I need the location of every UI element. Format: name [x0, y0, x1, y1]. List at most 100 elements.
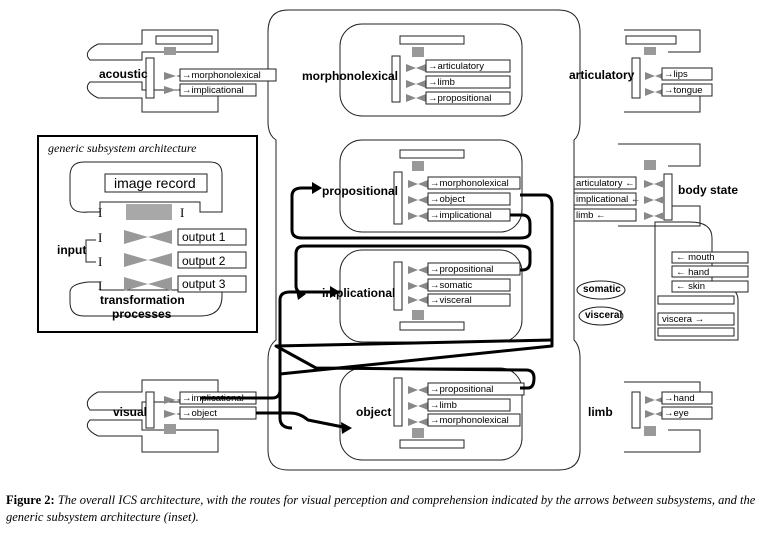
inset-port-marker-4: I: [98, 278, 103, 293]
visual-frame: [86, 379, 219, 453]
body-state-gray-block: [644, 160, 656, 170]
inset-transformation: transformation: [100, 293, 185, 307]
propositional-frame: [339, 139, 523, 233]
articulatory-gray-block: [644, 47, 656, 55]
inset-title: generic subsystem architecture: [48, 141, 197, 155]
ics-architecture-diagram: [37, 9, 749, 471]
visual-output-1: →object: [182, 408, 217, 419]
morphonolexical-output-0: →articulatory: [428, 61, 484, 72]
object-output-0: →propositional: [430, 384, 494, 395]
inset-output-3: output 3: [182, 277, 226, 291]
visual-title: visual: [113, 405, 148, 419]
propositional-port-column: [393, 171, 403, 225]
inset-output-1: output 1: [182, 230, 226, 244]
body-state-input-0: articulatory ←: [576, 178, 635, 189]
propositional-title: propositional: [322, 184, 398, 198]
inset-subsystem-outline: [69, 161, 223, 317]
acoustic-title: acoustic: [99, 67, 148, 81]
inset-input-arrow: [85, 239, 96, 263]
propositional-output-2: →implicational: [430, 210, 492, 221]
diagram-labels: acoustic morphonolexical articulatory propo…: [48, 61, 739, 426]
caption-label: Figure 2:: [6, 493, 55, 507]
inset-gray-block: [126, 204, 172, 220]
implicational-record: [399, 321, 465, 331]
acoustic-frame: [86, 29, 219, 113]
limb-output-1: →eye: [664, 408, 689, 419]
inset-port-marker-0: I: [98, 205, 103, 220]
acoustic-output-0: →morphonolexical: [182, 70, 261, 81]
propositional-output-1: →object: [430, 194, 465, 205]
visual-output-0: →implicational: [182, 393, 244, 404]
somatic-label: somatic: [583, 284, 621, 295]
articulatory-output-0: →lips: [664, 69, 688, 80]
morphonolexical-port-column: [391, 55, 401, 103]
body-sensor-0: ← mouth: [676, 252, 715, 263]
body-state-title: body state: [678, 183, 739, 197]
object-port-column: [393, 377, 403, 427]
output-port-boxes: [179, 59, 749, 427]
articulatory-record: [625, 35, 677, 45]
inset-input-label: input: [57, 243, 87, 257]
arrowhead-implicational-in-2: [296, 290, 306, 300]
body-state-input-1: implicational ←: [576, 194, 641, 205]
arrowhead-implicational-in: [330, 286, 340, 298]
limb-port-column: [631, 391, 641, 429]
arrowhead-propositional-in: [312, 182, 322, 194]
propositional-record: [399, 149, 465, 159]
visual-port-column: [145, 391, 155, 429]
limb-title: limb: [588, 405, 613, 419]
route-arrows: [200, 186, 554, 430]
visceral-bubble: [578, 306, 624, 326]
articulatory-port-column: [631, 57, 641, 99]
inset-output-2: output 2: [182, 253, 226, 268]
somatic-bubble: [576, 280, 626, 300]
implicational-port-column: [393, 261, 403, 311]
inset-image-record: image record: [114, 175, 196, 191]
figure-caption: Figure 2: The overall ICS architecture, …: [6, 492, 764, 526]
implicational-title: implicational: [322, 286, 396, 300]
acoustic-port-column: [145, 57, 155, 99]
object-output-1: →limb: [430, 399, 457, 411]
acoustic-output-1: →implicational: [182, 85, 244, 96]
body-state-input-2: limb ←: [576, 210, 606, 221]
visceral-label: visceral: [585, 310, 623, 321]
acoustic-gray-block: [164, 47, 176, 55]
limb-gray-block: [644, 426, 656, 436]
visual-gray-block: [164, 424, 176, 434]
object-gray-block: [412, 428, 424, 438]
object-title: object: [356, 405, 392, 419]
inset-port-marker-3: I: [98, 254, 103, 269]
morphonolexical-record: [399, 35, 465, 45]
caption-text: The overall ICS architecture, with the r…: [6, 493, 756, 524]
implicational-gray-block: [412, 310, 424, 320]
body-sensor-1: ← hand: [676, 266, 710, 278]
morphonolexical-output-1: →limb: [428, 77, 455, 88]
body-state-frame: [618, 143, 701, 227]
arrowhead-object-in: [341, 422, 352, 434]
articulatory-output-1: →tongue: [664, 85, 703, 96]
implicational-output-1: →somatic: [430, 279, 473, 291]
morphonolexical-frame: [339, 23, 523, 117]
articulatory-title: articulatory: [569, 68, 635, 82]
morphonolexical-gray-block: [412, 47, 424, 57]
implicational-output-2: →visceral: [430, 295, 472, 306]
inset-bowties: [124, 230, 172, 291]
inset-output-boxes: [177, 228, 247, 293]
limb-output-0: →hand: [664, 393, 695, 404]
object-output-2: →morphonolexical: [430, 415, 509, 426]
viscera-label: viscera →: [662, 314, 705, 325]
implicational-output-0: →propositional: [430, 264, 494, 275]
inset-image-record-box: [104, 173, 208, 193]
body-sensor-2: ← skin: [676, 281, 706, 292]
inset-processes: processes: [112, 307, 172, 321]
inset-port-marker-1: I: [180, 205, 185, 220]
acoustic-record: [155, 35, 213, 45]
morphonolexical-output-2: →propositional: [428, 93, 492, 104]
propositional-gray-block: [412, 161, 424, 171]
morphonolexical-title: morphonolexical: [302, 69, 399, 83]
object-record: [399, 439, 465, 449]
route-arrowheads: [296, 182, 352, 434]
data-network-outline: [267, 9, 581, 471]
inset-port-marker-2: I: [98, 230, 103, 245]
propositional-output-0: →morphonolexical: [430, 178, 509, 189]
